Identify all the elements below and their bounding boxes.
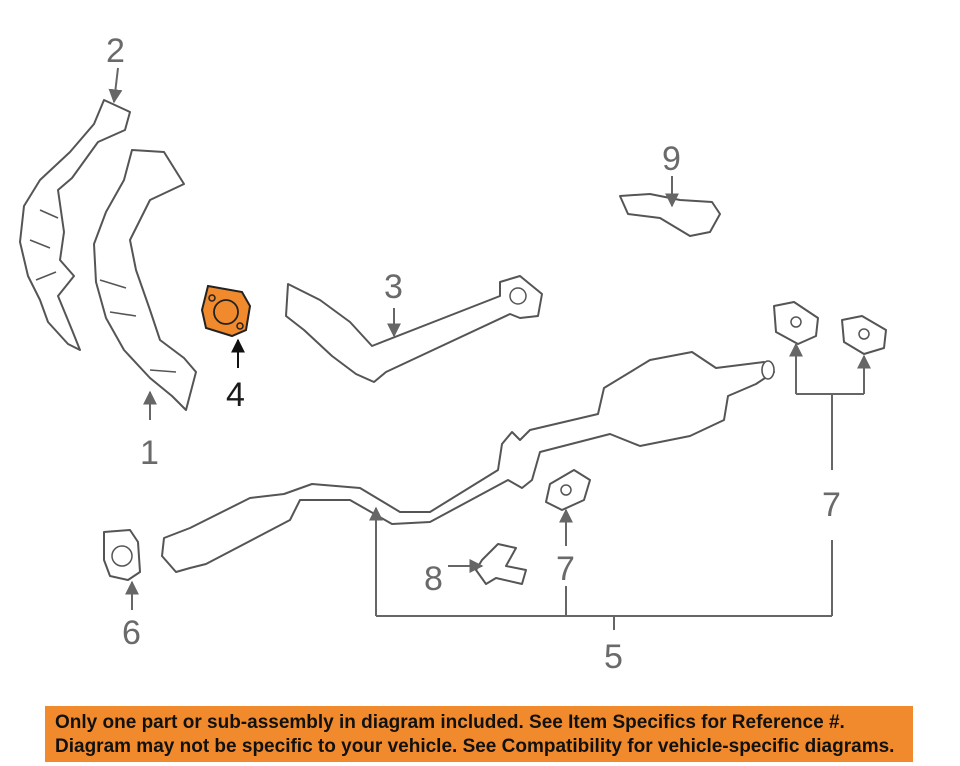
callout-1: 1 [140,434,159,472]
callout-2: 2 [106,32,125,70]
callout-8: 8 [424,560,443,598]
part-4-gasket [200,284,252,338]
callout-6: 6 [122,614,141,652]
disclaimer-banner: Only one part or sub-assembly in diagram… [45,706,913,762]
part-8-clamp [475,543,527,585]
bracket-7-right [796,393,864,470]
part-3-front-pipe [285,275,543,383]
callout-3: 3 [384,268,403,306]
callout-7-left: 7 [556,550,575,588]
part-7-hanger-left [545,469,591,511]
leader-2 [108,67,123,104]
callout-5: 5 [604,638,623,676]
part-7-hanger-right-b [841,315,887,355]
callout-4: 4 [226,376,245,414]
part-5-muffler-assembly [161,351,775,573]
bracket-5 [376,540,833,630]
callout-7-right: 7 [822,486,841,524]
callout-9: 9 [662,140,681,178]
part-7-hanger-right-a [773,301,819,345]
disclaimer-line-1: Only one part or sub-assembly in diagram… [55,712,845,733]
part-9-bracket [619,193,721,237]
gasket-highlight [200,284,252,338]
part-6-gasket [103,529,141,581]
part-2-exhaust-manifold [19,99,131,351]
part-1-exhaust-manifold [93,149,197,411]
disclaimer-line-2: Diagram may not be specific to your vehi… [55,736,895,757]
